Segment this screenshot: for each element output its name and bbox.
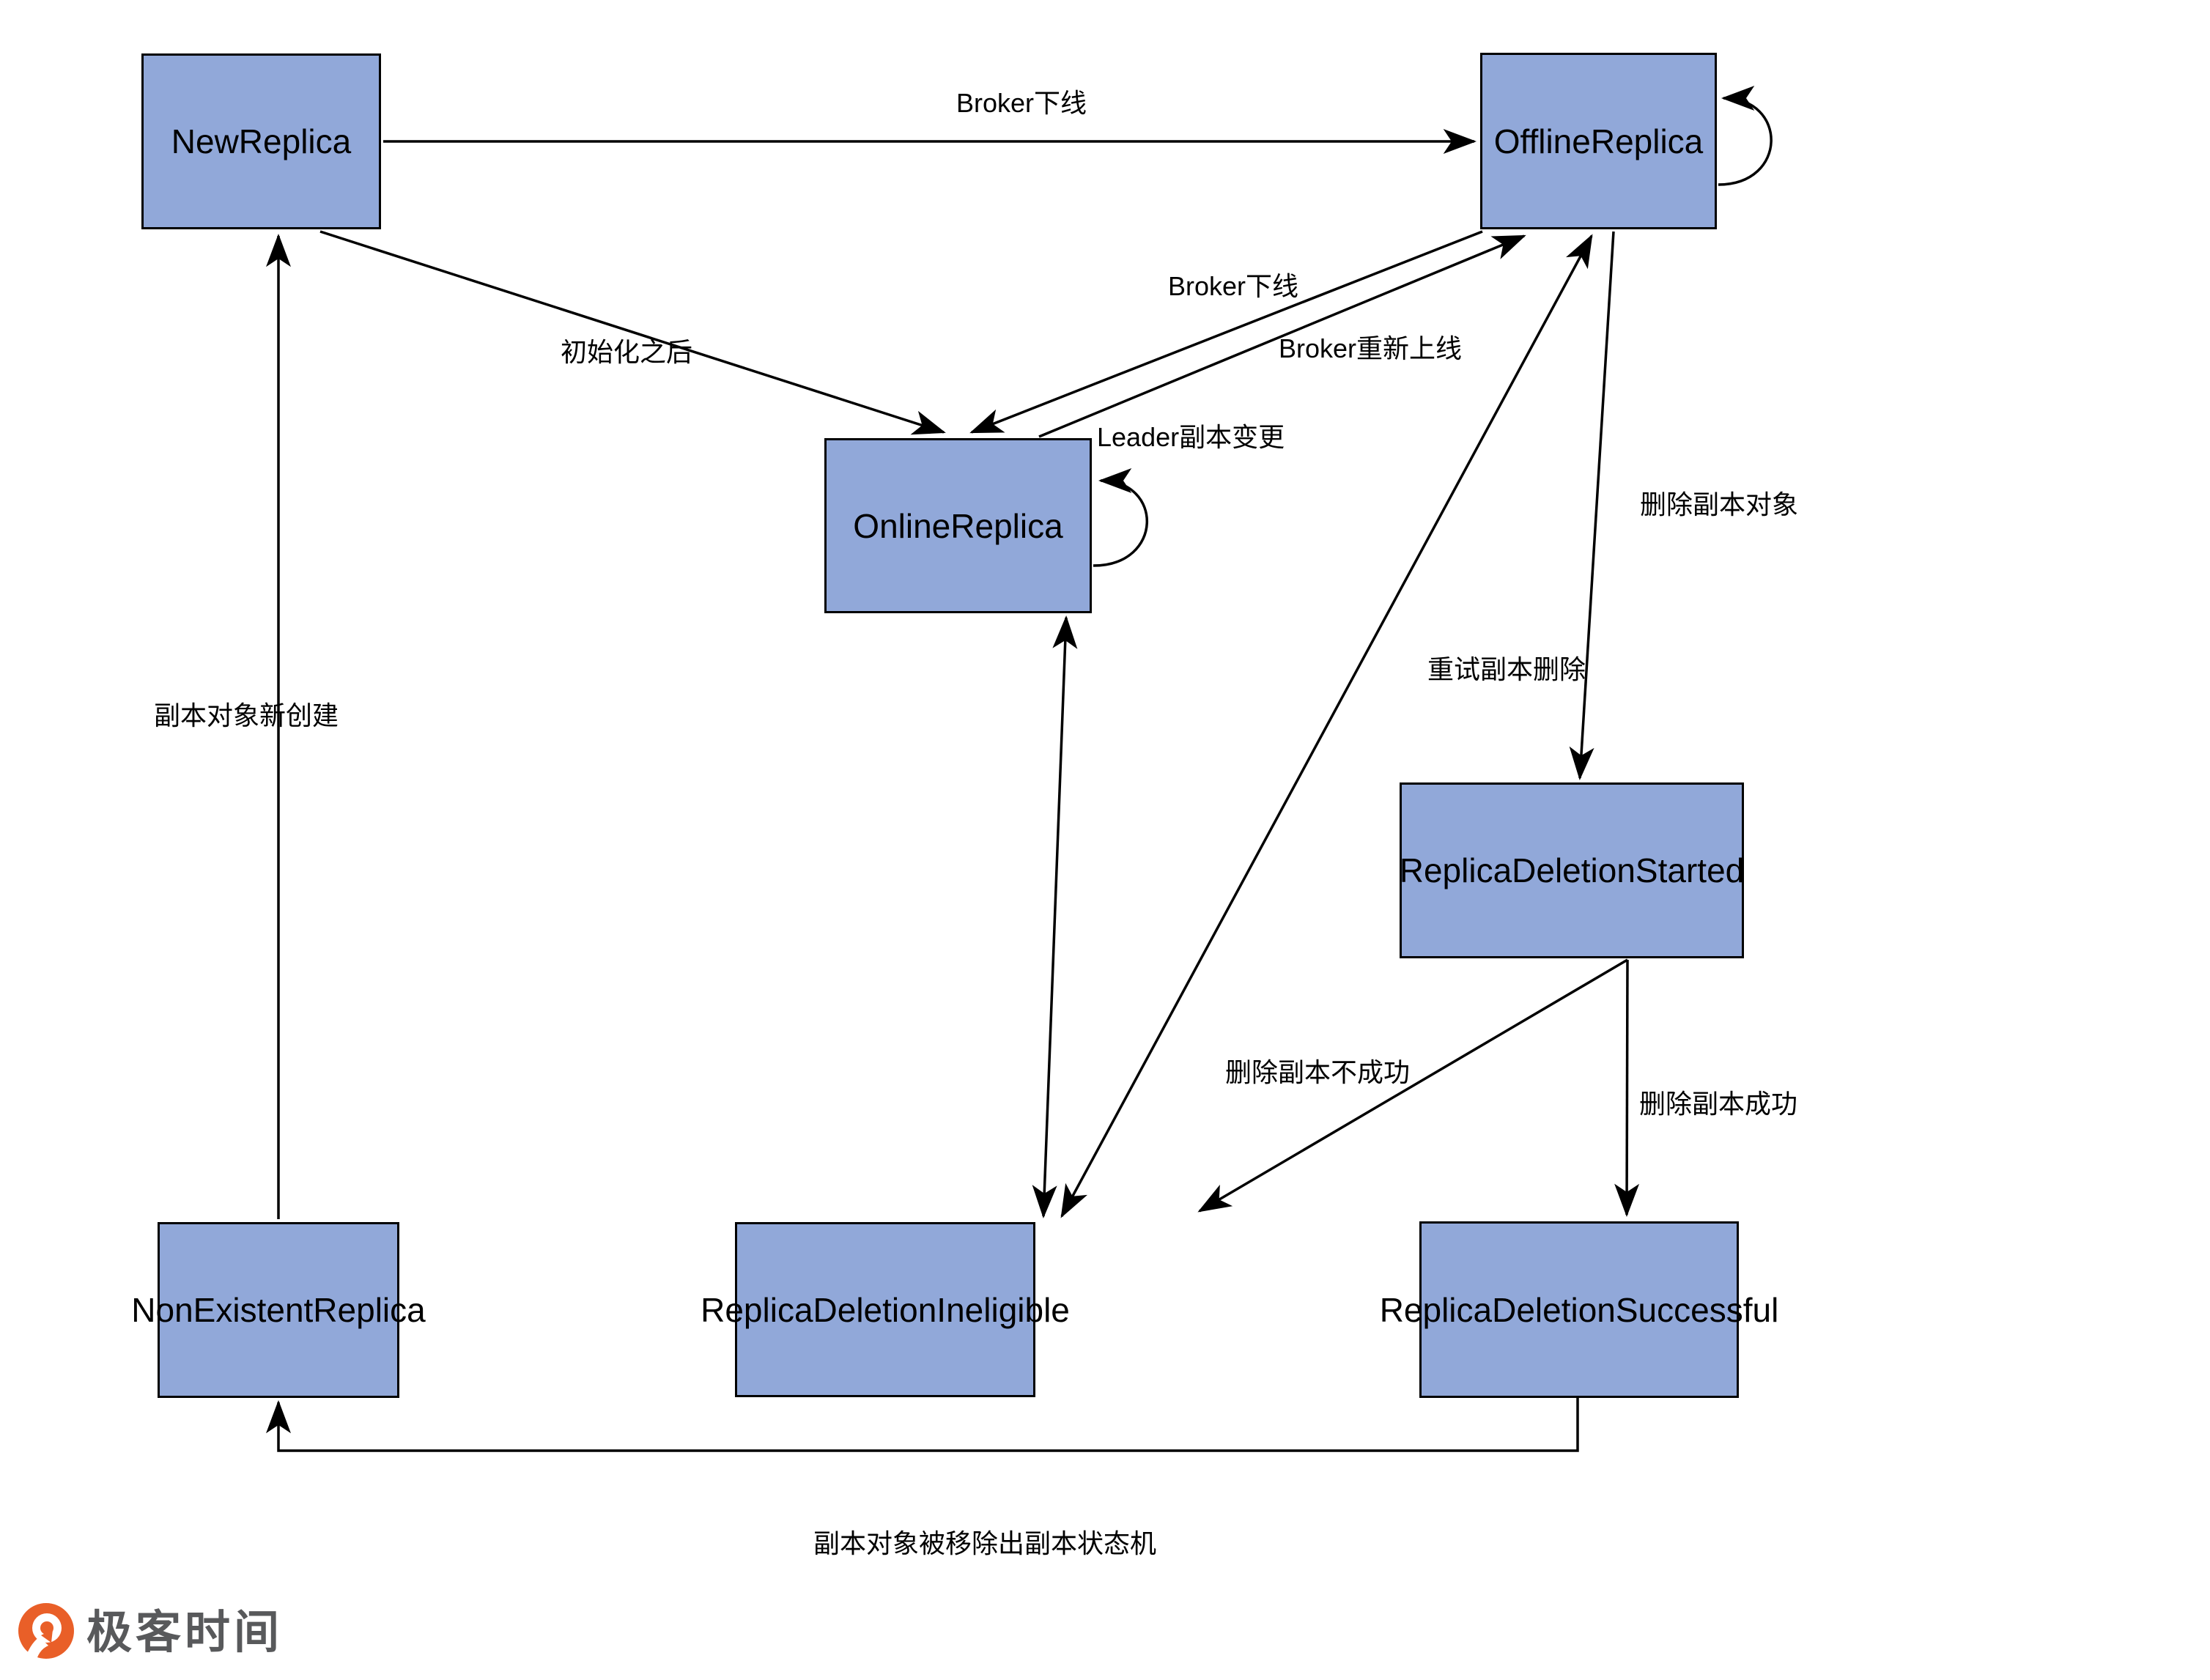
edge-label-broker-offline-top: Broker下线 <box>956 88 1087 118</box>
edge-new-to-online <box>319 230 946 435</box>
state-node-offline-replica: OfflineReplica <box>1480 53 1717 229</box>
state-node-new-replica: NewReplica <box>141 53 381 229</box>
edge-offline-to-deletion-started <box>1569 231 1615 781</box>
state-node-replica-deletion-successful: ReplicaDeletionSuccessful <box>1380 1221 1778 1398</box>
state-node-online-replica: OnlineReplica <box>824 438 1092 613</box>
state-node-replica-deletion-ineligible: ReplicaDeletionIneligible <box>701 1222 1070 1397</box>
edge-label-leader-replica-change: Leader副本变更 <box>1097 422 1285 452</box>
edge-label-replica-removed-from-fsm: 副本对象被移除出副本状态机 <box>813 1528 1157 1558</box>
geektime-logo: 极客时间 <box>16 1602 283 1665</box>
edge-label-broker-back-online: Broker重新上线 <box>1279 333 1463 363</box>
edge-label-retry-replica-deletion: 重试副本删除 <box>1427 654 1586 684</box>
edge-label-broker-offline-mid: Broker下线 <box>1168 271 1299 301</box>
geektime-logo-text: 极客时间 <box>86 1607 284 1658</box>
state-node-non-existent-replica: NonExistentReplica <box>131 1222 426 1398</box>
geektime-logo-icon <box>18 1603 74 1665</box>
edge-label-after-initialization: 初始化之后 <box>561 337 693 367</box>
edge-label-delete-replica-object: 删除副本对象 <box>1640 489 1799 519</box>
edge-ineligible-to-offline <box>1060 234 1593 1218</box>
edge-ineligible-to-online <box>1032 615 1078 1219</box>
edge-successful-to-nonexistent <box>266 1398 1579 1452</box>
edge-label-replica-newly-created: 副本对象新创建 <box>154 700 339 730</box>
edge-label-replica-deletion-succeeded: 删除副本成功 <box>1639 1089 1798 1119</box>
edge-started-to-ineligible <box>1197 958 1628 1213</box>
state-node-replica-deletion-started: ReplicaDeletionStarted <box>1400 782 1744 958</box>
edge-online-self-loop <box>1093 468 1148 567</box>
edge-label-replica-deletion-failed: 删除副本不成功 <box>1225 1057 1411 1087</box>
edge-offline-self-loop <box>1718 86 1773 186</box>
